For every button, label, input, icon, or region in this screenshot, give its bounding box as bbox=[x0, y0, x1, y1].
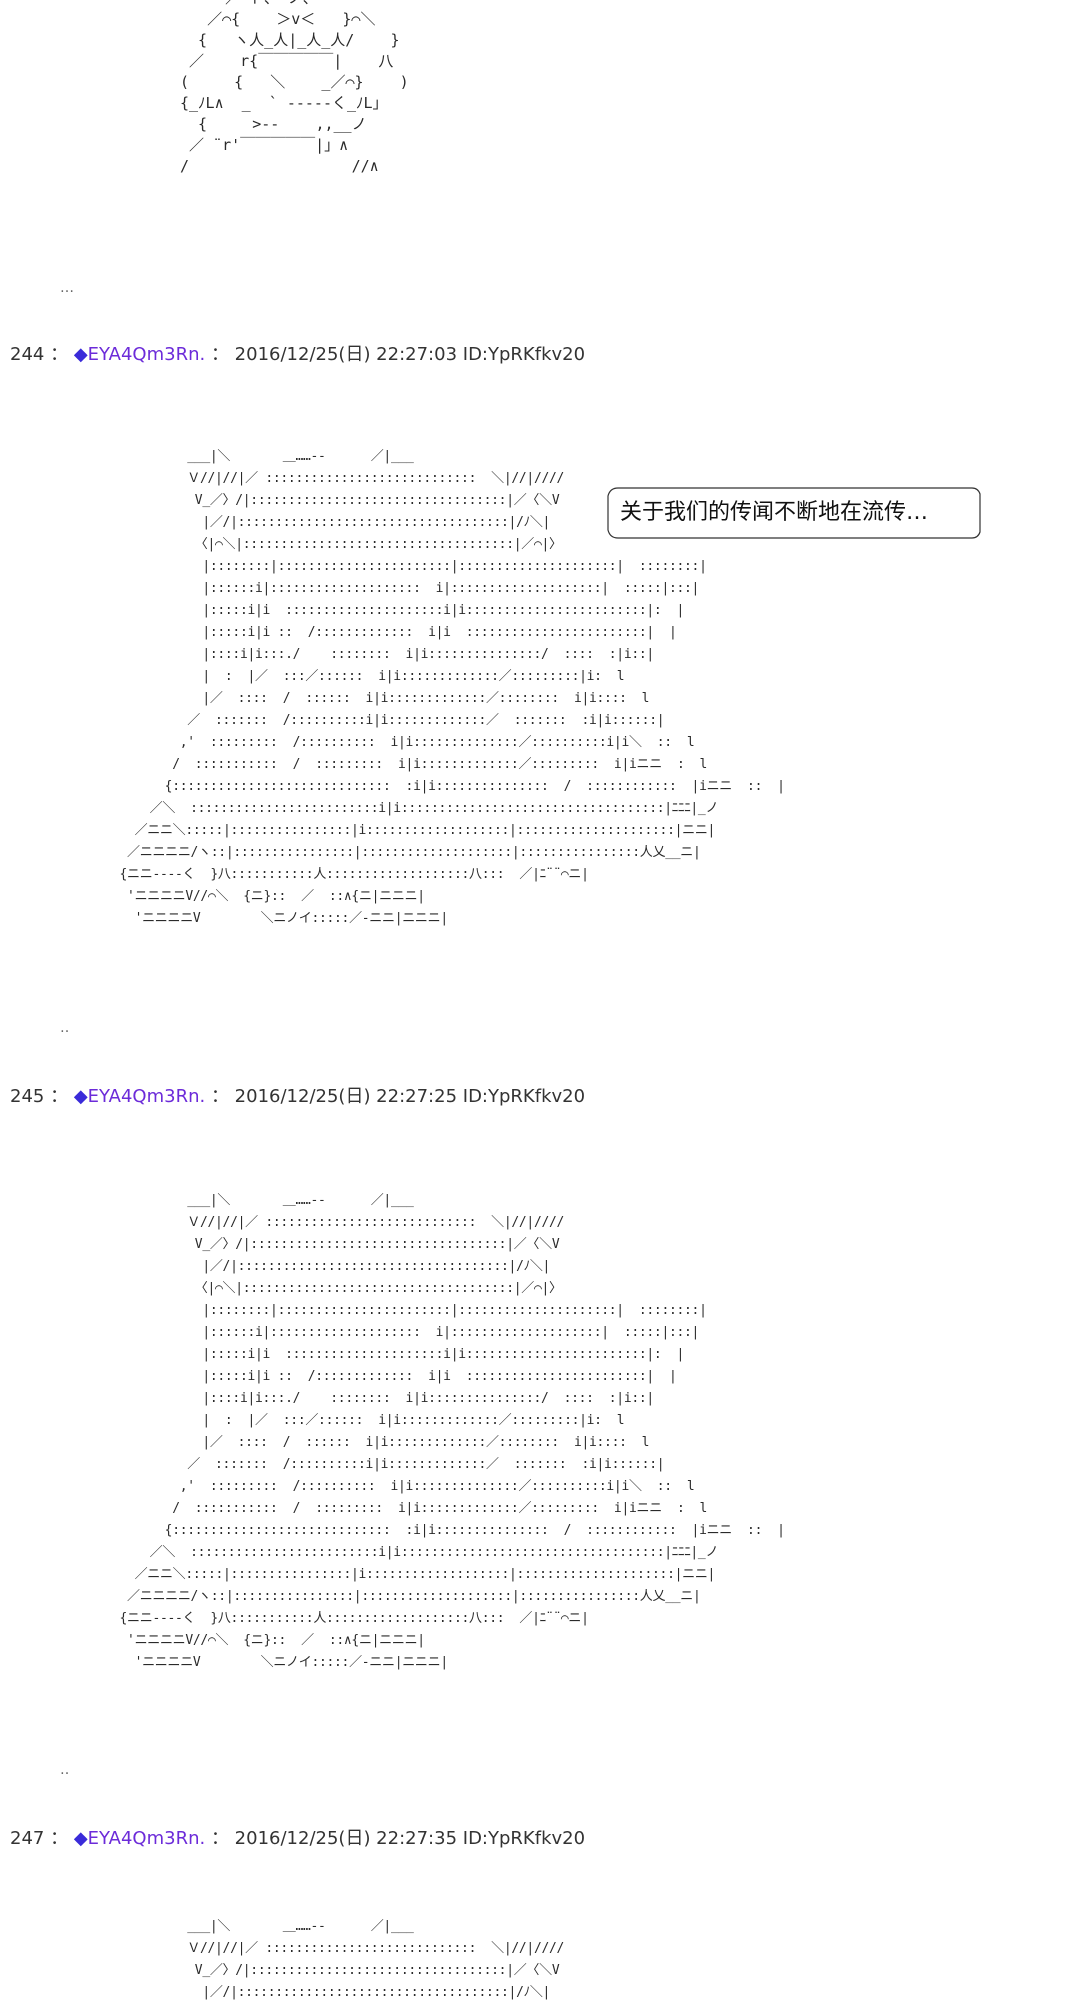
post-separator: ： bbox=[50, 1828, 69, 1849]
trip-diamond-icon: ◆ bbox=[73, 1828, 88, 1849]
poster-name[interactable]: EYA4Qm3Rn. bbox=[87, 1828, 206, 1849]
post-number[interactable]: 245 bbox=[10, 1086, 45, 1107]
post-separator: ： bbox=[50, 344, 69, 365]
poster-name[interactable]: EYA4Qm3Rn. bbox=[87, 344, 206, 365]
post-date: 2016/12/25(日) 22:27:03 bbox=[234, 344, 458, 365]
post-separator: ： bbox=[50, 1086, 69, 1107]
trip-diamond-icon: ◆ bbox=[73, 1086, 88, 1107]
post-header: 247 ： ◆EYA4Qm3Rn. ： 2016/12/25(日) 22:27:… bbox=[10, 1828, 585, 1850]
post-date: 2016/12/25(日) 22:27:35 bbox=[234, 1828, 458, 1849]
speech-bubble-text: 关于我们的传闻不断地在流传… bbox=[620, 500, 929, 525]
poster-name[interactable]: EYA4Qm3Rn. bbox=[87, 1086, 206, 1107]
post-header: 244 ： ◆EYA4Qm3Rn. ： 2016/12/25(日) 22:27:… bbox=[10, 344, 585, 366]
post-colon: ： bbox=[210, 1828, 229, 1849]
post-colon: ： bbox=[210, 344, 229, 365]
ascii-art-face: ／⌒ト、 ノ、 ／⌒{ ＞v＜ }⌒＼ { ヽ人_人|_人_人/ } ／ r{￣… bbox=[180, 0, 409, 175]
speech-bubble: 关于我们的传闻不断地在流传… bbox=[604, 484, 984, 542]
post-number[interactable]: 247 bbox=[10, 1828, 45, 1849]
ascii-art-tower: ___|＼ ＿……‐‐ ／|___ Ｖ//|//|／ :::::::::::::… bbox=[119, 449, 785, 926]
ascii-art-tower: ___|＼ ＿……‐‐ ／|___ Ｖ//|//|／ :::::::::::::… bbox=[187, 1919, 565, 2000]
ascii-art-tower: ___|＼ ＿……‐‐ ／|___ Ｖ//|//|／ :::::::::::::… bbox=[119, 1193, 785, 1670]
post-id: ID:YpRKfkv20 bbox=[462, 1086, 586, 1107]
speech-bubble-frame bbox=[607, 487, 981, 539]
post-id: ID:YpRKfkv20 bbox=[462, 344, 586, 365]
post-number[interactable]: 244 bbox=[10, 344, 45, 365]
spacer-dots: … bbox=[60, 280, 74, 296]
post-id: ID:YpRKfkv20 bbox=[462, 1828, 586, 1849]
trip-diamond-icon: ◆ bbox=[73, 344, 88, 365]
post-date: 2016/12/25(日) 22:27:25 bbox=[234, 1086, 458, 1107]
spacer-dots: ‥ bbox=[60, 1020, 70, 1036]
post-colon: ： bbox=[210, 1086, 229, 1107]
spacer-dots: ‥ bbox=[60, 1762, 70, 1778]
post-header: 245 ： ◆EYA4Qm3Rn. ： 2016/12/25(日) 22:27:… bbox=[10, 1086, 585, 1108]
